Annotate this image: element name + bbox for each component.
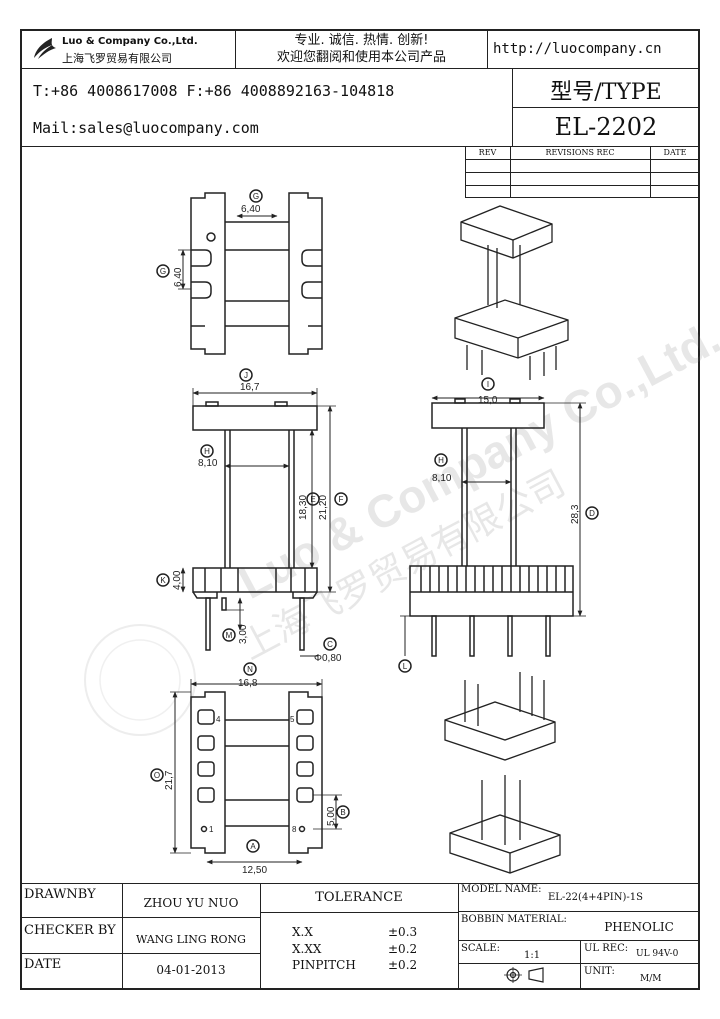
- callout-m: M: [226, 631, 233, 640]
- callout-n: N: [247, 665, 253, 674]
- tol-val-1: ±0.3: [388, 925, 418, 939]
- dim-d: 28,3: [570, 504, 581, 524]
- scale-value: 1:1: [524, 950, 541, 961]
- dim-i: 15,0: [478, 395, 498, 406]
- drawing-frame: [20, 29, 700, 990]
- revisions-rec-col-header: REVISIONS REC: [545, 148, 615, 157]
- callout-l: L: [403, 662, 408, 671]
- callout-g-side: G: [160, 267, 166, 276]
- bobbin-material-label: BOBBIN MATERIAL:: [461, 914, 567, 925]
- dim-e: 18,30: [298, 495, 309, 520]
- scale-label: SCALE:: [461, 943, 501, 954]
- side-view: [398, 377, 599, 673]
- dim-h-right: 8,10: [432, 473, 452, 484]
- callout-j: J: [244, 371, 248, 380]
- front-view: [156, 368, 348, 657]
- company-name-en: Luo & Company Co.,Ltd.: [62, 36, 198, 47]
- dim-k: 4,00: [172, 570, 183, 590]
- unit-value: M/M: [640, 974, 662, 984]
- tol-val-2: ±0.2: [388, 942, 418, 956]
- slogan-line-2: 欢迎您翻阅和使用本公司产品: [276, 50, 446, 65]
- dim-n: 16,8: [238, 678, 258, 689]
- callout-e: E: [310, 495, 315, 504]
- bobbin-material-value: PHENOLIC: [604, 920, 674, 934]
- callout-h-right: H: [438, 456, 444, 465]
- dim-h-left: 8,10: [198, 458, 218, 469]
- pin-number-1: 1: [209, 825, 214, 834]
- callout-c: C: [327, 640, 333, 649]
- callout-a: A: [250, 842, 256, 851]
- callout-d: D: [589, 509, 595, 518]
- callout-g-top: G: [253, 192, 259, 201]
- date-label: DATE: [24, 957, 62, 972]
- dim-c: Φ0,80: [314, 653, 342, 664]
- dim-o: 21,7: [164, 770, 175, 790]
- pin-number-4: 4: [216, 715, 221, 724]
- drawn-by-value: ZHOU YU NUO: [143, 896, 239, 910]
- tol-key-2: X.XX: [292, 942, 322, 956]
- dim-g-top: 6,40: [241, 204, 261, 215]
- checker-value: WANG LING RONG: [136, 933, 246, 946]
- revisions-table: REV REVISIONS REC DATE: [465, 146, 700, 198]
- tolerance-label: TOLERANCE: [315, 890, 403, 905]
- dim-g-side: 6,40: [173, 267, 184, 287]
- callout-b: B: [340, 808, 345, 817]
- unit-label: UNIT:: [584, 966, 615, 977]
- rev-col-header: REV: [478, 148, 497, 157]
- watermark-text-en: Luo & Company Co.,Ltd.: [230, 311, 720, 609]
- model-name-label: MODEL NAME:: [461, 884, 542, 895]
- website-link[interactable]: http://luocompany.cn: [493, 41, 662, 57]
- projection-symbol-icon: [503, 966, 549, 984]
- dim-j: 16,7: [240, 382, 260, 393]
- ul-rec-value: UL 94V-0: [636, 949, 679, 959]
- date-value: 04-01-2013: [156, 963, 226, 977]
- pin-number-5: 5: [290, 715, 295, 724]
- bottom-view: [150, 662, 350, 865]
- callout-i: I: [487, 380, 489, 389]
- model-number: EL-2202: [554, 113, 658, 141]
- phone-fax: T:+86 4008617008 F:+86 4008892163-104818: [33, 82, 395, 100]
- callout-k: K: [160, 576, 166, 585]
- ul-rec-label: UL REC:: [584, 943, 629, 954]
- callout-h-left: H: [204, 447, 210, 456]
- type-label: 型号/TYPE: [550, 80, 662, 105]
- isometric-view-bottom: [444, 672, 561, 874]
- dim-f: 21,20: [318, 495, 329, 520]
- dim-b: 5,00: [326, 806, 337, 826]
- checker-label: CHECKER BY: [24, 923, 116, 938]
- pin-number-8: 8: [292, 825, 297, 834]
- model-name-value: EL-22(4+4PIN)-1S: [548, 892, 643, 903]
- date-col-header: DATE: [663, 148, 687, 157]
- company-logo: [30, 36, 58, 62]
- isometric-view-top: [454, 205, 569, 380]
- tol-key-1: X.X: [292, 925, 313, 939]
- email[interactable]: Mail:sales@luocompany.com: [33, 119, 259, 137]
- tol-val-3: ±0.2: [388, 958, 418, 972]
- top-view: [156, 189, 323, 355]
- callout-f: F: [339, 495, 344, 504]
- dim-m: 3,00: [238, 624, 249, 644]
- tol-key-3: PINPITCH: [292, 958, 356, 972]
- drawn-by-label: DRAWNBY: [24, 887, 96, 902]
- company-name-cn: 上海飞罗贸易有限公司: [62, 52, 172, 65]
- callout-o: O: [154, 771, 160, 780]
- slogan-line-1: 专业. 诚信. 热情. 创新!: [294, 33, 429, 48]
- dim-a: 12,50: [242, 865, 267, 876]
